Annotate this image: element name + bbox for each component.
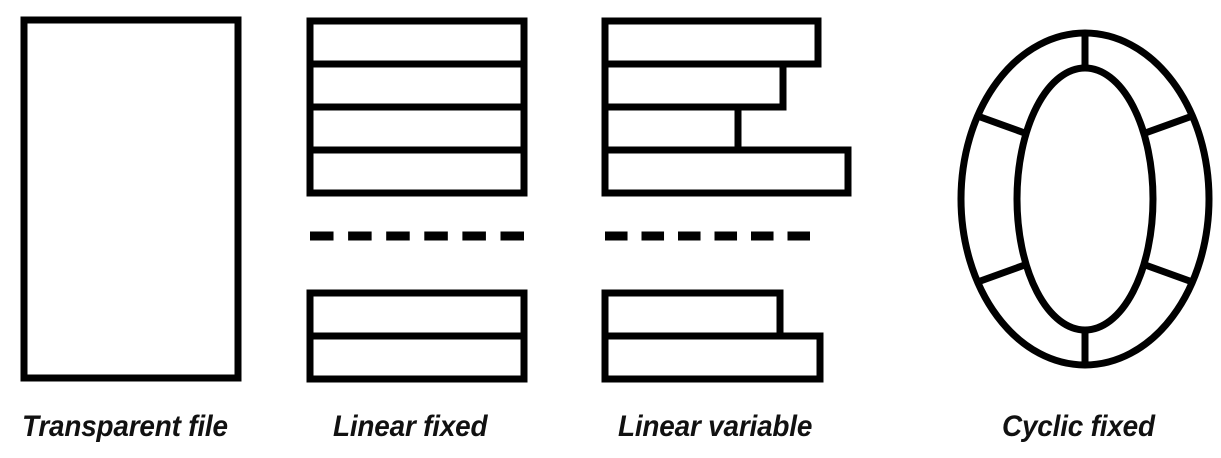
panel-cyclic-fixed xyxy=(957,29,1213,369)
cyclic-spoke xyxy=(1142,261,1194,286)
cyclic-inner-ellipse xyxy=(1013,64,1157,334)
track-bar xyxy=(601,146,852,197)
track-bar xyxy=(306,103,528,154)
cyclic-spokes xyxy=(976,33,1194,365)
linear-variable-upper-group xyxy=(601,17,852,197)
panel-linear-fixed xyxy=(306,17,528,383)
track-bar xyxy=(601,103,742,154)
cyclic-spoke xyxy=(1142,112,1194,137)
track-bar xyxy=(306,60,528,111)
track-bar xyxy=(601,17,822,68)
panel-transparent-file xyxy=(20,16,242,382)
track-bar xyxy=(306,289,528,340)
caption-cyclic-fixed: Cyclic fixed xyxy=(1002,410,1155,443)
cyclic-spoke xyxy=(976,112,1028,137)
caption-linear-variable: Linear variable xyxy=(618,410,813,443)
track-bar xyxy=(601,332,824,383)
caption-transparent-file: Transparent file xyxy=(22,410,228,443)
track-bar xyxy=(306,17,528,68)
track-bar xyxy=(601,289,784,340)
linear-fixed-upper-group xyxy=(306,17,528,197)
track-bar xyxy=(306,146,528,197)
track-bar xyxy=(601,60,787,111)
caption-linear-fixed: Linear fixed xyxy=(333,410,488,443)
linear-variable-lower-group xyxy=(601,289,824,383)
linear-fixed-lower-group xyxy=(306,289,528,383)
cyclic-spoke xyxy=(976,261,1028,286)
track-bar xyxy=(306,332,528,383)
panel-linear-variable xyxy=(601,17,852,383)
transparent-file-rect xyxy=(20,16,242,382)
